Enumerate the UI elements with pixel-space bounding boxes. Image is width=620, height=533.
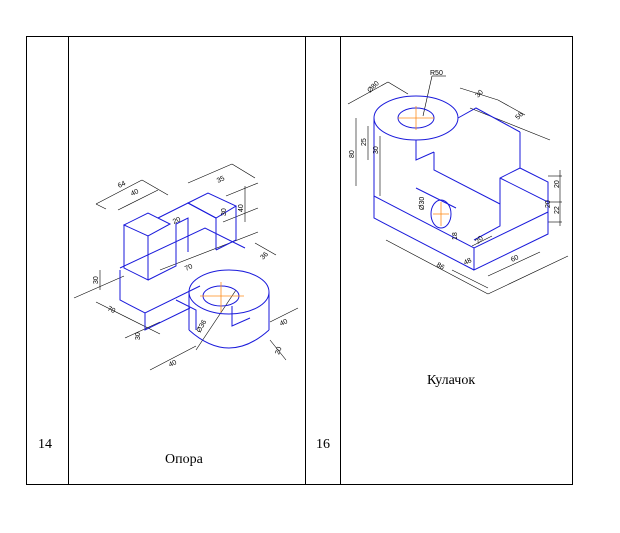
svg-text:60: 60 xyxy=(510,254,520,264)
centerline-left xyxy=(200,282,244,312)
svg-text:86: 86 xyxy=(435,262,445,272)
svg-text:35: 35 xyxy=(216,175,226,185)
dimension-labels-left: 64 40 35 20 40 30 70 36 30 70 30 Ø36 40 … xyxy=(93,175,289,369)
svg-text:30: 30 xyxy=(93,276,100,284)
svg-text:70: 70 xyxy=(106,305,116,315)
svg-text:25: 25 xyxy=(361,138,368,146)
svg-text:64: 64 xyxy=(117,180,127,190)
centerline-right xyxy=(398,106,449,226)
svg-text:80: 80 xyxy=(349,150,356,158)
svg-text:18: 18 xyxy=(452,232,459,240)
svg-text:40: 40 xyxy=(238,204,245,212)
svg-text:20: 20 xyxy=(554,180,561,188)
svg-text:36: 36 xyxy=(259,251,270,262)
svg-text:40: 40 xyxy=(279,318,289,328)
outline-right xyxy=(373,95,549,271)
svg-text:30: 30 xyxy=(474,89,485,100)
column-divider xyxy=(68,37,69,484)
svg-text:56: 56 xyxy=(514,111,525,122)
svg-text:20: 20 xyxy=(172,216,182,226)
caption-kulachok: Кулачок xyxy=(427,373,476,388)
column-divider xyxy=(305,37,306,484)
svg-text:20: 20 xyxy=(545,200,552,208)
svg-text:30: 30 xyxy=(135,332,142,340)
svg-text:Ø30: Ø30 xyxy=(419,197,426,210)
svg-text:40: 40 xyxy=(168,359,178,369)
svg-text:20: 20 xyxy=(274,346,283,356)
svg-text:30: 30 xyxy=(373,146,380,154)
svg-text:22: 22 xyxy=(554,206,561,214)
svg-text:20: 20 xyxy=(474,235,485,246)
svg-text:48: 48 xyxy=(463,257,473,267)
task-number-right: 16 xyxy=(316,437,330,452)
svg-text:30: 30 xyxy=(221,208,228,216)
svg-text:70: 70 xyxy=(184,263,194,273)
svg-text:R50: R50 xyxy=(430,70,443,77)
table-frame xyxy=(26,36,573,485)
task-number-left: 14 xyxy=(38,437,52,452)
svg-text:40: 40 xyxy=(130,188,140,198)
column-divider xyxy=(340,37,341,484)
caption-opora: Опора xyxy=(165,452,203,467)
dimension-labels-right: R50 Ø80 30 56 80 25 30 Ø30 18 20 20 20 2… xyxy=(349,70,561,272)
